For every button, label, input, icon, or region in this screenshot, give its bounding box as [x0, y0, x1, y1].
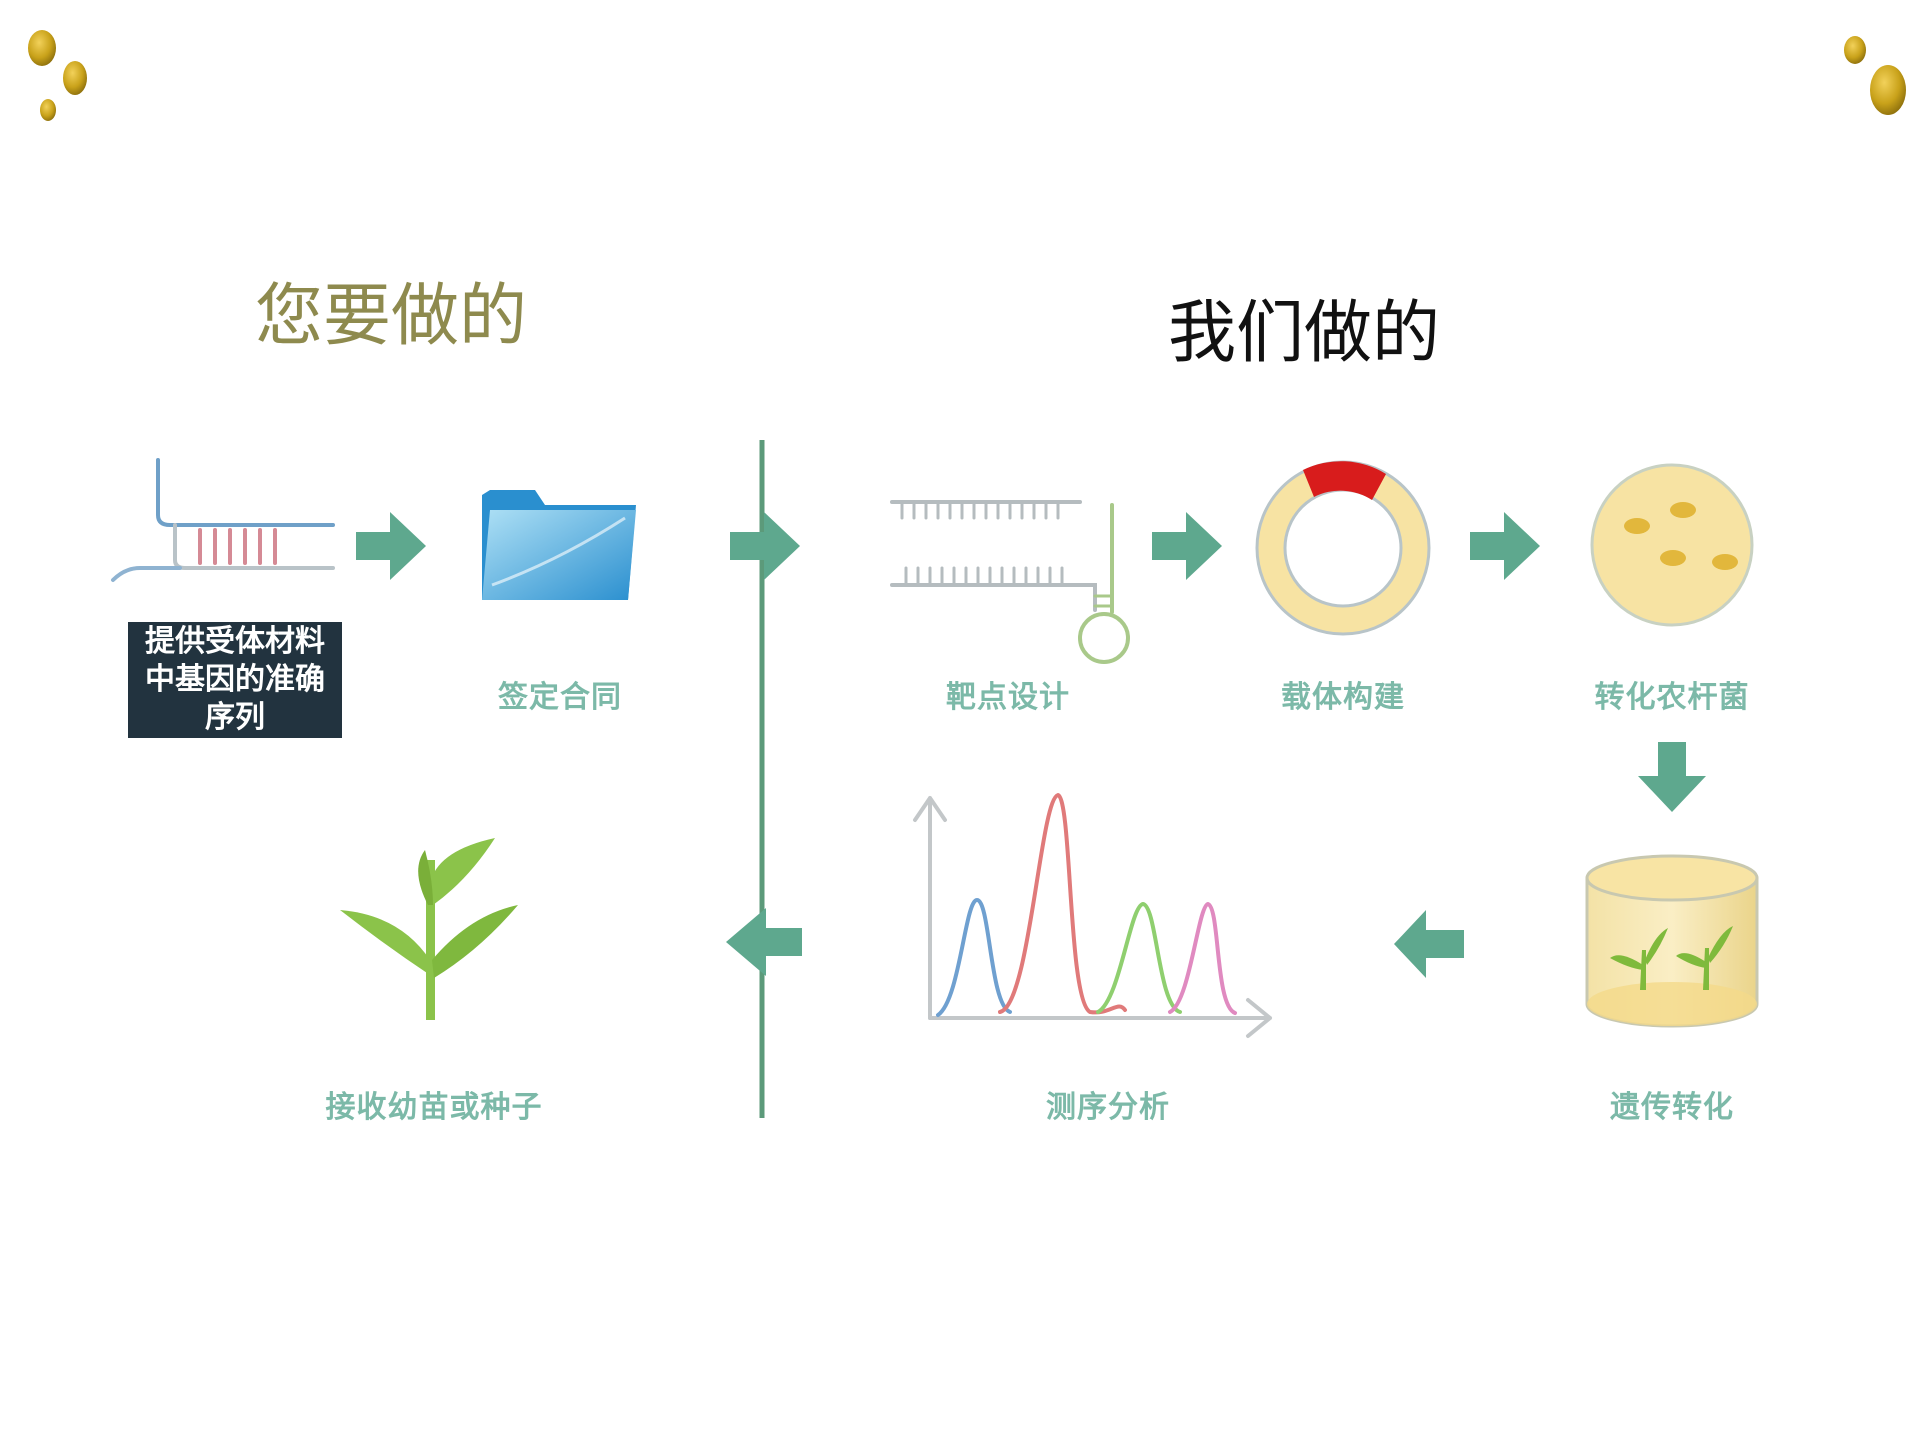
arrow-down-icon — [1638, 742, 1706, 812]
step-vector-build: 载体构建 — [1281, 680, 1405, 715]
dna-probe-icon — [111, 458, 335, 582]
culture-jar-icon — [1585, 854, 1759, 1028]
gold-dots-decoration — [28, 30, 1906, 121]
arrow-right-icon — [1152, 512, 1222, 580]
step-agro-transform: 转化农杆菌 — [1594, 680, 1750, 715]
step-provide-material: 提供受体材料中基因的准确序列 — [128, 622, 342, 738]
arrow-right-icon — [1470, 512, 1540, 580]
step-sign-contract: 签定合同 — [498, 680, 622, 715]
step-genetic-transform: 遗传转化 — [1610, 1090, 1734, 1125]
petri-dish-icon — [1590, 463, 1754, 627]
folder-icon — [482, 490, 636, 600]
step-target-design: 靶点设计 — [946, 680, 1070, 715]
arrow-right-icon — [356, 512, 426, 580]
sgrna-icon — [890, 500, 1130, 664]
arrow-right-icon — [730, 512, 800, 580]
step-receive: 接收幼苗或种子 — [325, 1090, 543, 1125]
arrow-left-icon — [1394, 910, 1464, 978]
arrow-left-icon — [726, 908, 802, 976]
heading-you-do: 您要做的 — [255, 277, 528, 356]
plasmid-icon — [1255, 460, 1431, 636]
seedling-icon — [340, 838, 518, 1020]
chromatogram-icon — [913, 793, 1272, 1038]
heading-we-do: 我们做的 — [1168, 294, 1441, 373]
step-sequencing: 测序分析 — [1046, 1090, 1170, 1125]
